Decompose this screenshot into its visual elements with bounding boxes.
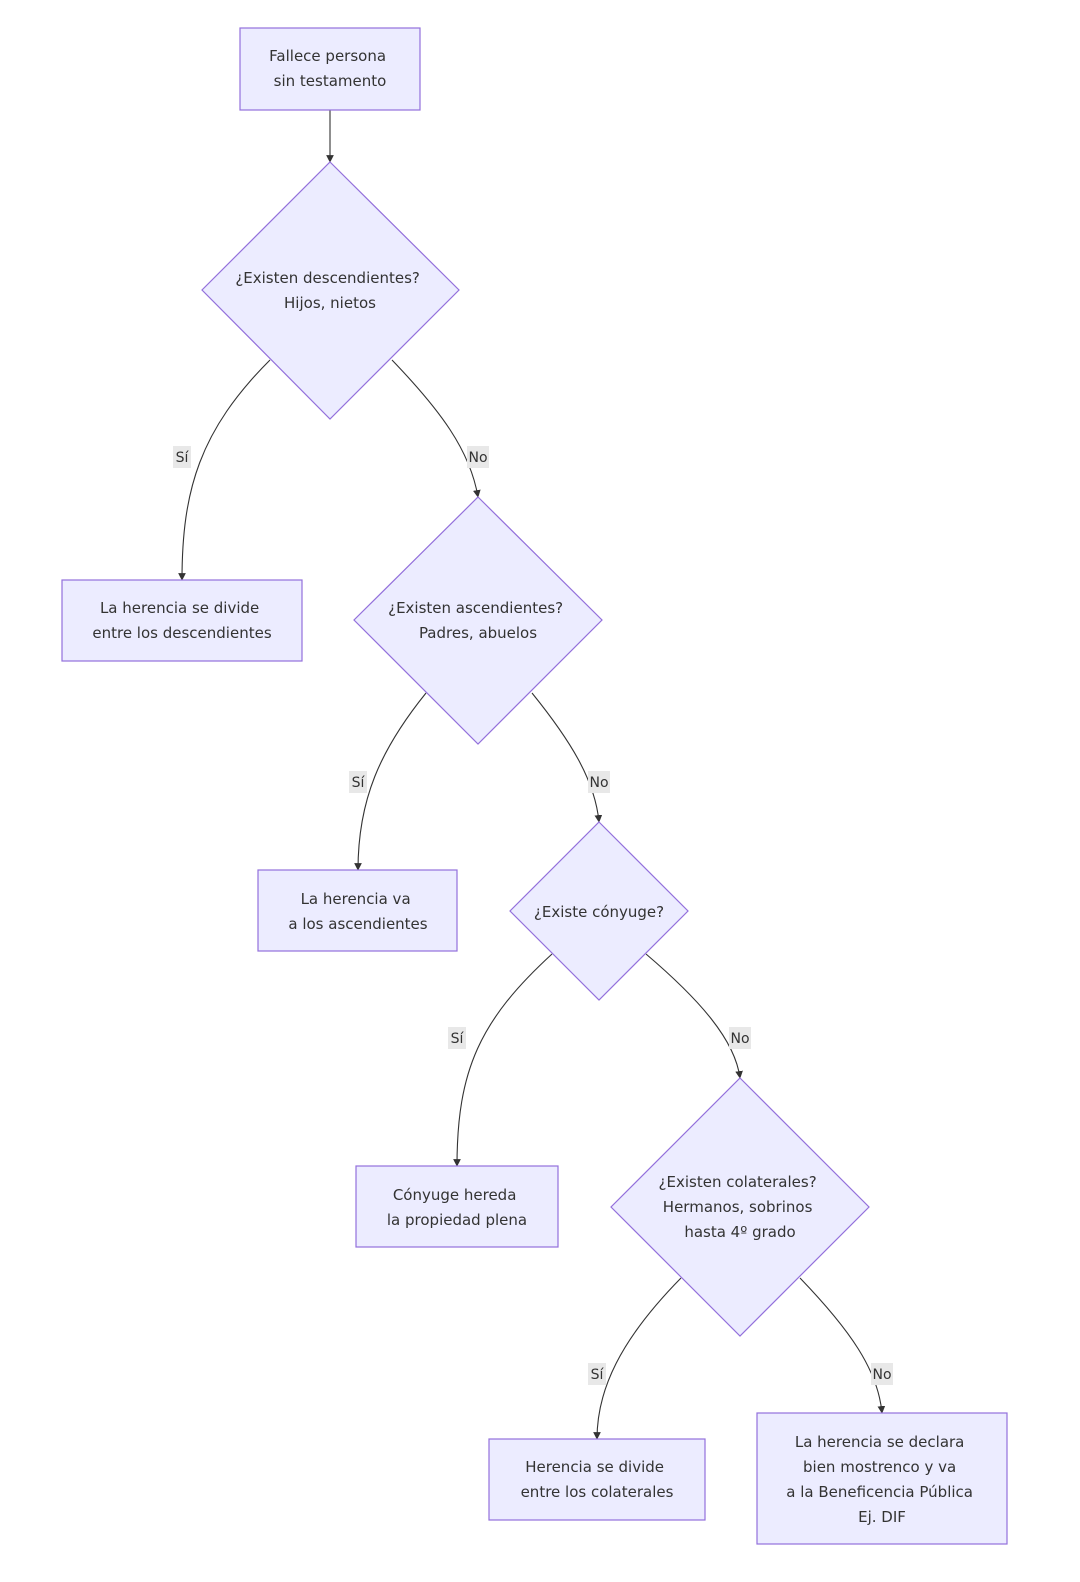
nodes: Fallece persona sin testamento ¿Existen …: [61, 27, 1008, 1545]
svg-text:Sí: Sí: [591, 1367, 605, 1383]
svg-text:¿Existe cónyuge?: ¿Existe cónyuge?: [534, 903, 664, 921]
edge-ascendientes-si: [354, 692, 427, 871]
edge-label-e3: No: [467, 446, 489, 468]
edge-conyuge-no: [645, 953, 743, 1079]
edge-conyuge-si: [453, 953, 553, 1167]
edge-label-e8: Sí: [588, 1363, 606, 1385]
edge-colaterales-si: [593, 1277, 682, 1440]
svg-text:Sí: Sí: [451, 1031, 465, 1047]
edges: [178, 110, 886, 1440]
svg-text:No: No: [589, 775, 608, 791]
svg-text:¿Existen colaterales?: ¿Existen colaterales? Hermanos, sobrinos…: [659, 1173, 822, 1241]
svg-text:Sí: Sí: [352, 775, 366, 791]
svg-text:Herencia se divide ent: Herencia se divide entre los colaterales: [521, 1458, 674, 1501]
svg-text:Fallece persona sin te: Fallece persona sin testamento: [269, 47, 391, 90]
edge-label-e5: No: [588, 771, 610, 793]
svg-text:¿Existen ascendientes?: ¿Existen ascendientes? Padres, abuelos: [388, 599, 568, 642]
edge-descendientes-si: [178, 359, 271, 581]
edge-label-e2: Sí: [173, 446, 191, 468]
svg-text:No: No: [730, 1031, 749, 1047]
node-result-conyuge: Cónyuge hereda la propiedad plena: [355, 1165, 559, 1248]
edge-colaterales-no: [799, 1277, 886, 1414]
node-result-mostrenco: La herencia se declara bien mostrenco y …: [756, 1412, 1008, 1545]
node-start: Fallece persona sin testamento: [239, 27, 421, 111]
svg-text:Cónyuge hereda la prop: Cónyuge hereda la propiedad plena: [387, 1186, 527, 1229]
svg-text:¿Existen descendientes?: ¿Existen descendientes? Hijos, nietos: [235, 269, 424, 312]
node-result-colaterales: Herencia se divide entre los colaterales: [488, 1438, 706, 1521]
node-decision-colaterales: ¿Existen colaterales? Hermanos, sobrinos…: [610, 1077, 870, 1337]
edge-descendientes-no: [391, 359, 481, 498]
edge-labels: Sí No Sí No Sí No Sí No: [173, 446, 893, 1385]
svg-text:Sí: Sí: [176, 450, 190, 466]
node-decision-descendientes: ¿Existen descendientes? Hijos, nietos: [201, 161, 460, 420]
edge-label-e4: Sí: [349, 771, 367, 793]
edge-label-e6: Sí: [448, 1027, 466, 1049]
node-decision-ascendientes: ¿Existen ascendientes? Padres, abuelos: [353, 496, 603, 745]
node-decision-conyuge: ¿Existe cónyuge?: [509, 821, 689, 1001]
svg-text:La herencia va a los a: La herencia va a los ascendientes: [288, 890, 427, 933]
node-result-descendientes: La herencia se divide entre los descendi…: [61, 579, 303, 662]
edge-label-e7: No: [729, 1027, 751, 1049]
svg-text:No: No: [872, 1367, 891, 1383]
svg-text:No: No: [468, 450, 487, 466]
node-result-ascendientes: La herencia va a los ascendientes: [257, 869, 458, 952]
svg-text:La herencia se divide: La herencia se divide entre los descendi…: [92, 599, 271, 642]
edge-label-e9: No: [871, 1363, 893, 1385]
edge-ascendientes-no: [531, 692, 603, 823]
svg-text:La herencia se declara: La herencia se declara bien mostrenco y …: [786, 1433, 978, 1526]
